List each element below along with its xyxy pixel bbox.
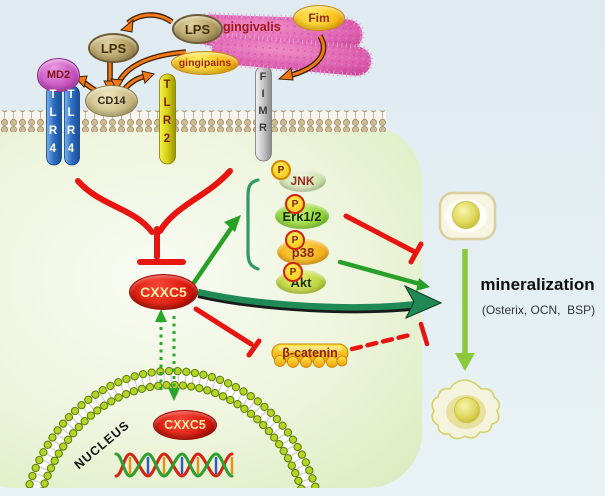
arrow-fim-to-fimr [277, 34, 327, 81]
osteoblast-cell [438, 191, 497, 241]
mineralization-title: mineralization [480, 274, 595, 294]
phospho-badge-p38: P [285, 230, 305, 250]
dna-helix [114, 452, 234, 478]
cd14-coreceptor: CD14 [85, 85, 138, 117]
beta-catenin-label: β-catenin [282, 345, 338, 360]
inhibition-cxxc5-to-bcatenin [193, 306, 262, 358]
kinase-bracket [246, 178, 260, 271]
tlr4-receptor [46, 85, 80, 166]
arrow-cxxc5-to-kinases [190, 215, 241, 287]
lps-outer-label: LPS [172, 14, 223, 44]
phospho-badge-erk: P [285, 194, 305, 214]
tlr2-receptor [159, 73, 176, 165]
tlr2-label: TLR2 [161, 79, 173, 151]
phospho-badge-akt: P [283, 262, 303, 282]
lps-inner-label: LPS [88, 33, 139, 63]
gingipains-label: gingipains [171, 51, 239, 75]
arrow-cell-differentiation [455, 249, 475, 371]
arrow-lps-to-lps [119, 12, 174, 33]
fimr-label: FIMR [257, 71, 269, 139]
plasma-membrane [0, 110, 386, 132]
md2-coreceptor: MD2 [37, 58, 80, 92]
pg-name-label: P. gingivalis [209, 19, 281, 34]
arrow-cxxc5-to-mineralization [197, 284, 443, 319]
mineralization-markers: (Osterix, OCN, BSP) [481, 303, 596, 317]
kinase-jnk: JNK [279, 169, 326, 192]
tlr4-right-label: TLR4 [65, 89, 77, 161]
tlr4-left-label: TLR4 [47, 89, 59, 161]
phospho-badge-jnk: P [271, 160, 291, 180]
cxxc5-nuclear: CXXC5 [153, 410, 217, 440]
nucleus-envelope [15, 366, 329, 488]
fim-label: Fim [293, 5, 345, 31]
arrow-kinases-to-mineralization [337, 259, 430, 291]
cxxc5-shuttle-arrows [155, 309, 180, 401]
inhibition-kinases-to-mineralization [343, 213, 424, 265]
cxxc5-cytoplasmic: CXXC5 [129, 274, 198, 310]
mineralized-cell [431, 379, 501, 440]
beta-catenin-shape [271, 343, 349, 368]
orange-arrows [73, 12, 327, 95]
arrow-gingipains-to-cd14 [110, 49, 187, 92]
inhibition-receptors-to-cxxc5 [75, 168, 233, 265]
dashed-inhibition-bcatenin [349, 321, 430, 352]
